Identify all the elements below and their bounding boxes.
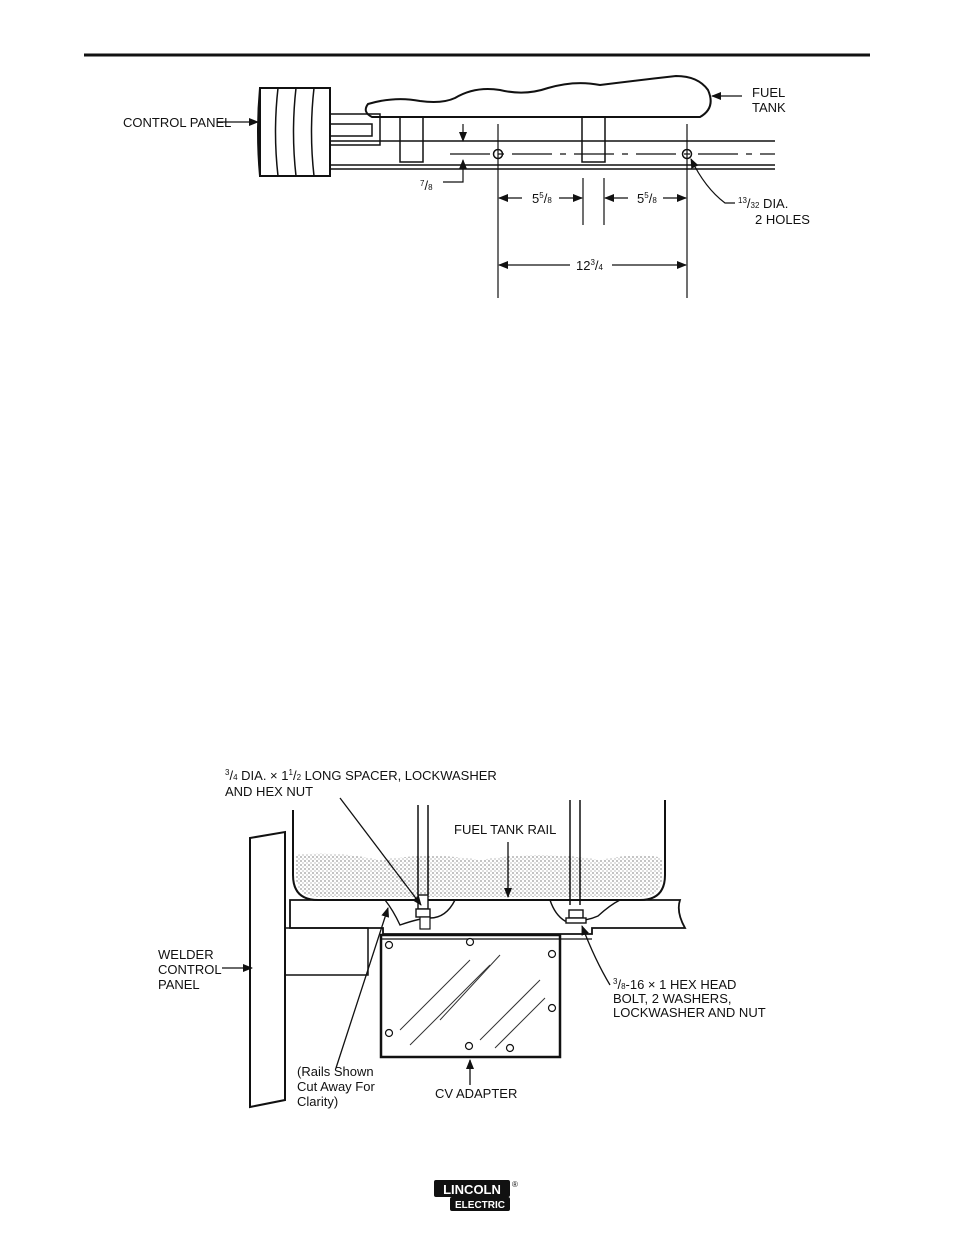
washer-right [566,918,586,923]
dim-right-whole: 5 [637,191,644,206]
label-fuel-tank-rail: FUEL TANK RAIL [454,822,556,837]
hex-nut-right [569,910,583,918]
fuel-tank-rail-shape [290,900,685,934]
label-rails-1: (Rails Shown [297,1064,374,1079]
lincoln-electric-logo: LINCOLN ELECTRIC ® [434,1180,518,1211]
label-fuel-tank-2: TANK [752,100,786,115]
dim-total-den: 4 [599,263,604,272]
welder-control-panel-shape [250,832,285,1107]
dim-left-den: 8 [547,196,552,205]
label-hole-count: 2 HOLES [755,212,810,227]
diagram-top-view: CONTROL PANEL FUEL TANK 7/8 55/8 55/8 12… [123,76,810,298]
tank-bracket-left [400,117,423,162]
dim-right-den: 8 [652,196,657,205]
label-dim-78: 7/8 [420,178,433,193]
cv-adapter-box [381,935,560,1057]
label-spacer-1: 3/4 DIA. × 11/2 LONG SPACER, LOCKWASHER [225,768,497,783]
label-fuel-tank-1: FUEL [752,85,785,100]
spacer-lower [420,917,430,929]
label-control-panel: CONTROL PANEL [123,115,231,130]
fuel-tank-fill [296,853,662,897]
label-dim-left: 55/8 [532,191,552,206]
label-bolt-3: LOCKWASHER AND NUT [613,1005,766,1020]
dim-total-whole: 12 [576,258,590,273]
label-dim-total: 123/4 [576,258,604,273]
dim-78-den: 8 [428,183,433,192]
logo-line1: LINCOLN [443,1182,501,1197]
hex-nut-left [416,909,430,917]
label-hole-dia: 13/32 DIA. [738,196,788,211]
label-welder-2: CONTROL [158,962,222,977]
label-rails-2: Cut Away For [297,1079,375,1094]
logo-line2: ELECTRIC [455,1200,505,1211]
label-welder-1: WELDER [158,947,214,962]
logo-registered: ® [512,1180,518,1189]
hole-dia-text: DIA. [759,196,788,211]
label-cv-adapter: CV ADAPTER [435,1086,517,1101]
label-dim-right: 55/8 [637,191,657,206]
label-bolt-2: BOLT, 2 WASHERS, [613,991,731,1006]
control-panel-shape [258,88,330,176]
fuel-tank-outline [366,76,711,117]
diagram-side-view: 3/4 DIA. × 11/2 LONG SPACER, LOCKWASHER … [158,768,766,1109]
panel-mount-bracket [285,928,368,975]
dim-left-whole: 5 [532,191,539,206]
label-spacer-2: AND HEX NUT [225,784,313,799]
label-rails-3: Clarity) [297,1094,338,1109]
label-bolt-1: 3/8-16 × 1 HEX HEAD [613,977,736,992]
dim-78-arrow-bottom [443,160,463,182]
tank-bracket-mid [582,117,605,162]
label-welder-3: PANEL [158,977,200,992]
